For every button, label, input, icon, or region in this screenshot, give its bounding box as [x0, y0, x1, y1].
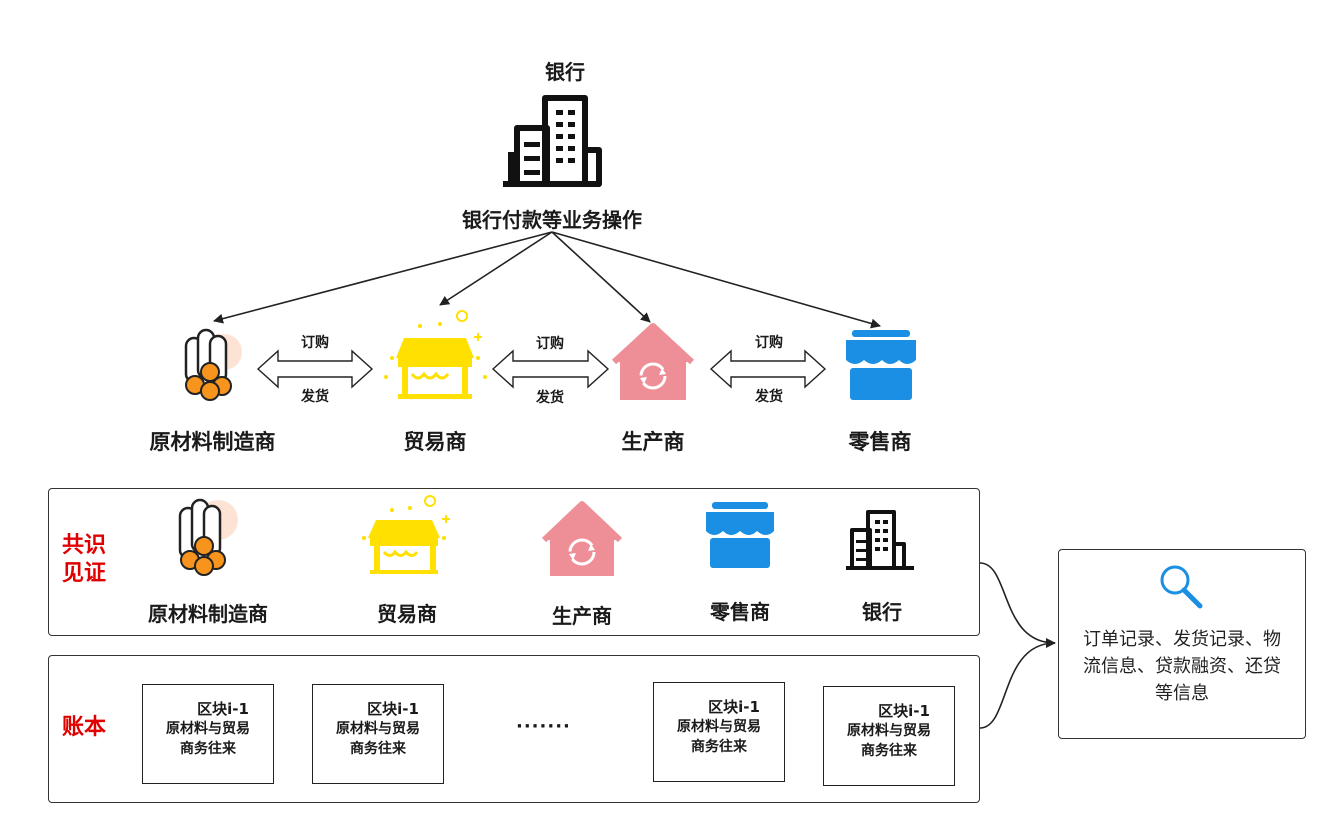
bank-arrow-trader: [439, 231, 553, 306]
flow-arrow-1: [256, 349, 374, 389]
consensus-member-bank: 银行: [862, 600, 902, 624]
block-line2: 商务往来: [861, 743, 917, 759]
ledger-block-3[interactable]: 区块i-1 原材料与贸易 商务往来: [653, 682, 785, 782]
flow-ship-label-1: 发货: [301, 389, 329, 405]
bank-arrow-retail: [551, 231, 881, 329]
flow-arrow-3: [709, 349, 827, 389]
ledger-block-2[interactable]: 区块i-1 原材料与贸易 商务往来: [312, 684, 444, 784]
consensus-label-line2: 见证: [62, 561, 107, 586]
participant-label-raw-material: 原材料制造商: [149, 430, 276, 454]
bank-operations-label: 银行付款等业务操作: [462, 208, 642, 232]
block-title: 区块i-1: [878, 702, 930, 720]
participant-label-trader: 贸易商: [403, 430, 467, 454]
flow-arrow-2: [491, 349, 610, 389]
bank-arrow-raw: [213, 231, 553, 324]
block-line1: 原材料与贸易: [847, 723, 931, 739]
block-line1: 原材料与贸易: [166, 721, 250, 737]
consensus-member-retailer: 零售商: [710, 600, 770, 624]
consensus-member-trader: 贸易商: [377, 602, 437, 626]
flow-ship-label-2: 发货: [536, 390, 564, 406]
participant-label-producer: 生产商: [621, 430, 685, 454]
info-box-text: 订单记录、发货记录、物流信息、贷款融资、还贷等信息: [1083, 629, 1281, 704]
block-title: 区块i-1: [197, 700, 249, 718]
block-line2: 商务往来: [350, 741, 406, 757]
participant-label-retailer: 零售商: [848, 430, 912, 454]
flow-order-label-2: 订购: [536, 336, 564, 352]
bank-arrow-producer: [551, 231, 651, 323]
consensus-member-producer: 生产商: [552, 604, 612, 628]
consensus-member-raw-material: 原材料制造商: [148, 602, 268, 626]
flow-order-label-1: 订购: [301, 335, 329, 351]
flow-order-label-3: 订购: [755, 335, 783, 351]
ledger-ellipsis: ·······: [516, 716, 571, 737]
ledger-to-info-curve: [979, 642, 1056, 729]
consensus-to-info-curve: [979, 562, 1056, 648]
bank-title: 银行: [545, 60, 585, 84]
flow-ship-label-3: 发货: [755, 389, 783, 405]
ledger-block-1[interactable]: 区块i-1 原材料与贸易 商务往来: [142, 684, 274, 784]
ledger-block-4[interactable]: 区块i-1 原材料与贸易 商务往来: [823, 686, 955, 786]
consensus-label: 共识 见证: [62, 532, 122, 588]
block-line2: 商务往来: [691, 739, 747, 755]
block-title: 区块i-1: [367, 700, 419, 718]
block-title: 区块i-1: [708, 698, 760, 716]
consensus-label-line1: 共识: [62, 533, 107, 558]
block-line1: 原材料与贸易: [336, 721, 420, 737]
ledger-label: 账本: [62, 715, 107, 740]
block-line1: 原材料与贸易: [677, 719, 761, 735]
block-line2: 商务往来: [180, 741, 236, 757]
